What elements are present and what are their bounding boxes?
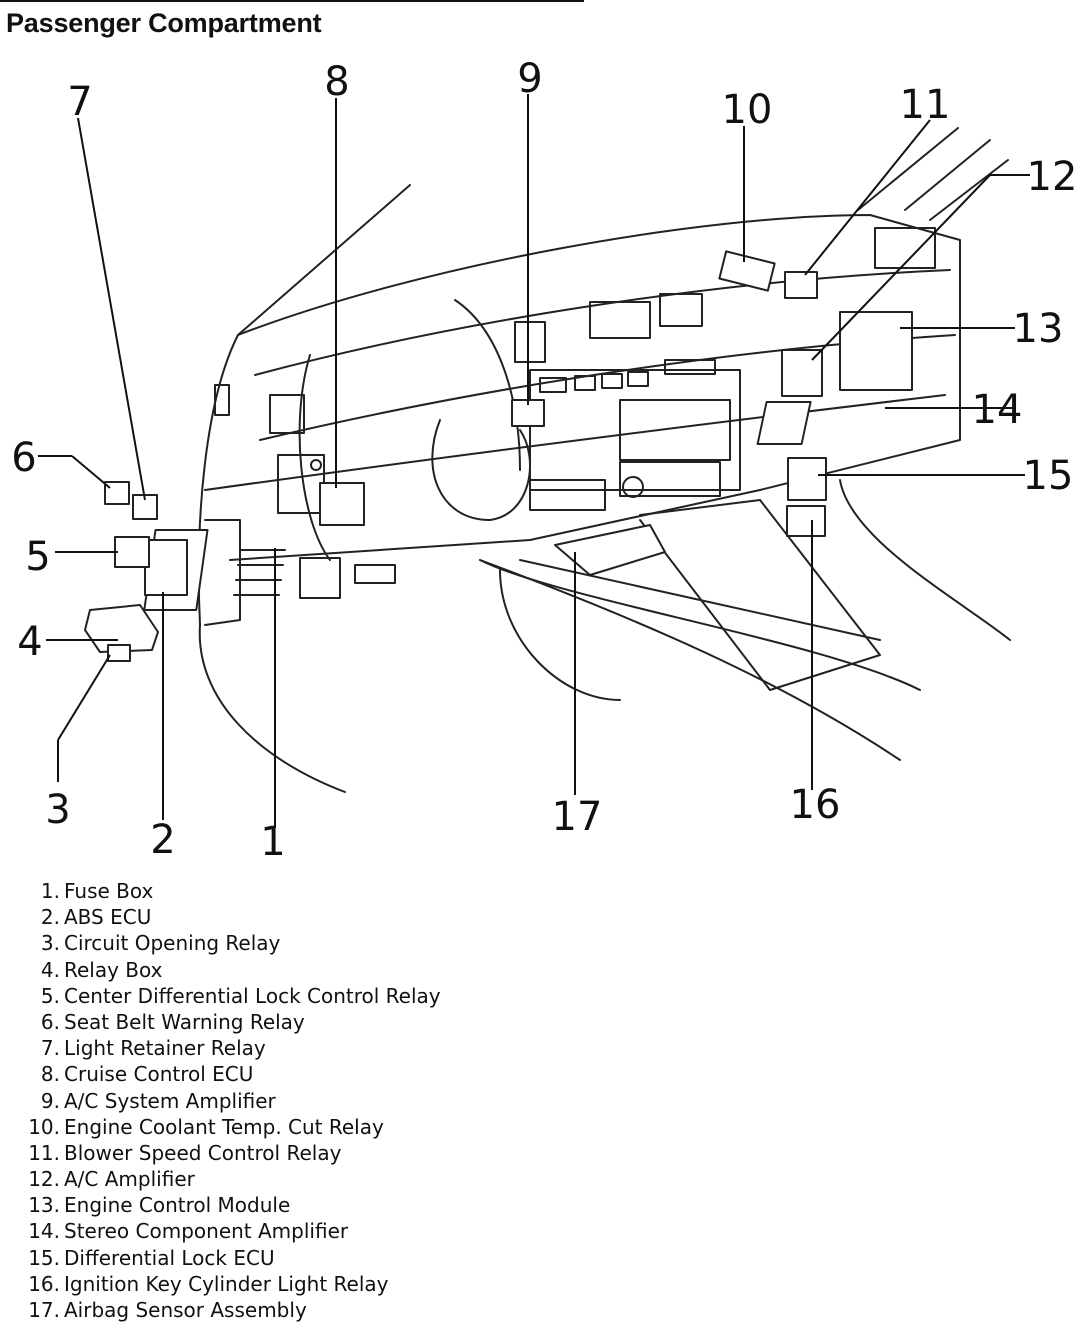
legend-item: 6.Seat Belt Warning Relay	[0, 1009, 441, 1035]
callout-17: 17	[552, 794, 603, 840]
legend-label: ABS ECU	[64, 905, 152, 930]
callout-13: 13	[1013, 306, 1064, 352]
engine-control-module-shape	[839, 311, 913, 391]
circuit-opening-relay-shape	[107, 644, 131, 662]
components	[84, 250, 913, 662]
legend-label: A/C Amplifier	[64, 1167, 195, 1192]
blower-speed-relay-shape	[784, 271, 818, 299]
legend-item: 17.Airbag Sensor Assembly	[0, 1297, 441, 1323]
legend-item: 16.Ignition Key Cylinder Light Relay	[0, 1271, 441, 1297]
page-title: Passenger Compartment	[6, 8, 322, 38]
legend-number: 7.	[40, 1036, 60, 1061]
legend-label: Engine Control Module	[64, 1193, 291, 1218]
legend-label: Circuit Opening Relay	[64, 931, 281, 956]
callout-15: 15	[1023, 453, 1074, 499]
cruise-control-ecu-shape	[319, 482, 365, 526]
differential-lock-ecu-shape	[787, 457, 827, 501]
legend-item: 12.A/C Amplifier	[0, 1166, 441, 1192]
callout-4: 4	[17, 619, 42, 665]
legend-item: 10.Engine Coolant Temp. Cut Relay	[0, 1114, 441, 1140]
callout-16: 16	[790, 782, 841, 828]
legend-list: 1.Fuse Box 2.ABS ECU 3.Circuit Opening R…	[0, 878, 441, 1323]
dashboard-diagram: 1 2 3 4 5 6 7 8 9 10 11 12 13 14 15 16 1…	[11, 56, 1077, 865]
callout-5: 5	[25, 534, 50, 580]
seat-belt-warning-relay-shape	[104, 481, 130, 505]
stereo-amplifier-shape	[756, 401, 812, 445]
legend-number: 10.	[28, 1114, 60, 1139]
legend-label: Airbag Sensor Assembly	[64, 1298, 307, 1322]
legend-label: Relay Box	[64, 957, 163, 982]
coolant-temp-relay-shape	[718, 250, 776, 292]
legend-item: 7.Light Retainer Relay	[0, 1035, 441, 1061]
legend-label: Ignition Key Cylinder Light Relay	[64, 1271, 389, 1296]
legend-item: 9.A/C System Amplifier	[0, 1088, 441, 1114]
legend-label: Seat Belt Warning Relay	[64, 1009, 305, 1034]
legend-item: 5.Center Differential Lock Control Relay	[0, 983, 441, 1009]
legend-number: 14.	[28, 1219, 60, 1244]
legend-number: 4.	[40, 957, 60, 982]
legend-number: 5.	[40, 983, 60, 1008]
legend-label: Center Differential Lock Control Relay	[64, 983, 441, 1008]
leader-lines	[38, 94, 1030, 828]
legend-label: Light Retainer Relay	[64, 1036, 266, 1061]
legend-item: 11.Blower Speed Control Relay	[0, 1140, 441, 1166]
callout-8: 8	[324, 59, 349, 105]
legend-number: 6.	[40, 1009, 60, 1034]
legend-label: Cruise Control ECU	[64, 1062, 254, 1087]
legend-item: 4.Relay Box	[0, 957, 441, 983]
dashboard-outline	[197, 127, 1011, 793]
callout-14: 14	[972, 387, 1023, 433]
abs-ecu-shape	[144, 539, 188, 596]
legend-label: Fuse Box	[64, 879, 154, 903]
legend-item: 2.ABS ECU	[0, 904, 441, 930]
legend-item: 8.Cruise Control ECU	[0, 1061, 441, 1087]
callout-3: 3	[45, 787, 70, 833]
legend-number: 2.	[40, 905, 60, 930]
legend-number: 3.	[40, 931, 60, 956]
legend-number: 8.	[40, 1062, 60, 1087]
callout-7: 7	[67, 79, 92, 125]
callout-numbers: 1 2 3 4 5 6 7 8 9 10 11 12 13 14 15 16 1…	[11, 56, 1077, 865]
legend-number: 17.	[28, 1298, 60, 1322]
legend-number: 15.	[28, 1245, 60, 1270]
legend-label: A/C System Amplifier	[64, 1088, 276, 1113]
legend-item: 15.Differential Lock ECU	[0, 1245, 441, 1271]
legend-label: Stereo Component Amplifier	[64, 1219, 349, 1244]
legend-item: 1.Fuse Box	[0, 878, 441, 904]
callout-11: 11	[900, 82, 951, 128]
legend-number: 1.	[40, 879, 60, 903]
legend-label: Blower Speed Control Relay	[64, 1140, 342, 1165]
legend-label: Differential Lock ECU	[64, 1245, 275, 1270]
airbag-sensor-shape	[554, 524, 666, 576]
legend-label: Engine Coolant Temp. Cut Relay	[64, 1114, 384, 1139]
legend-number: 16.	[28, 1271, 60, 1296]
callout-9: 9	[517, 56, 542, 102]
callout-2: 2	[150, 817, 175, 863]
center-diff-lock-relay-shape	[114, 536, 150, 568]
callout-6: 6	[11, 435, 36, 481]
callout-12: 12	[1027, 154, 1078, 200]
legend-number: 13.	[28, 1193, 60, 1218]
callout-1: 1	[260, 819, 285, 865]
legend-number: 12.	[28, 1167, 60, 1192]
legend-item: 13.Engine Control Module	[0, 1192, 441, 1218]
legend-item: 14.Stereo Component Amplifier	[0, 1218, 441, 1244]
key-cylinder-relay-shape	[786, 505, 826, 537]
legend-number: 11.	[28, 1140, 60, 1165]
legend-number: 9.	[40, 1088, 60, 1113]
legend-item: 3.Circuit Opening Relay	[0, 930, 441, 956]
callout-10: 10	[722, 87, 773, 133]
top-rule	[0, 0, 584, 2]
